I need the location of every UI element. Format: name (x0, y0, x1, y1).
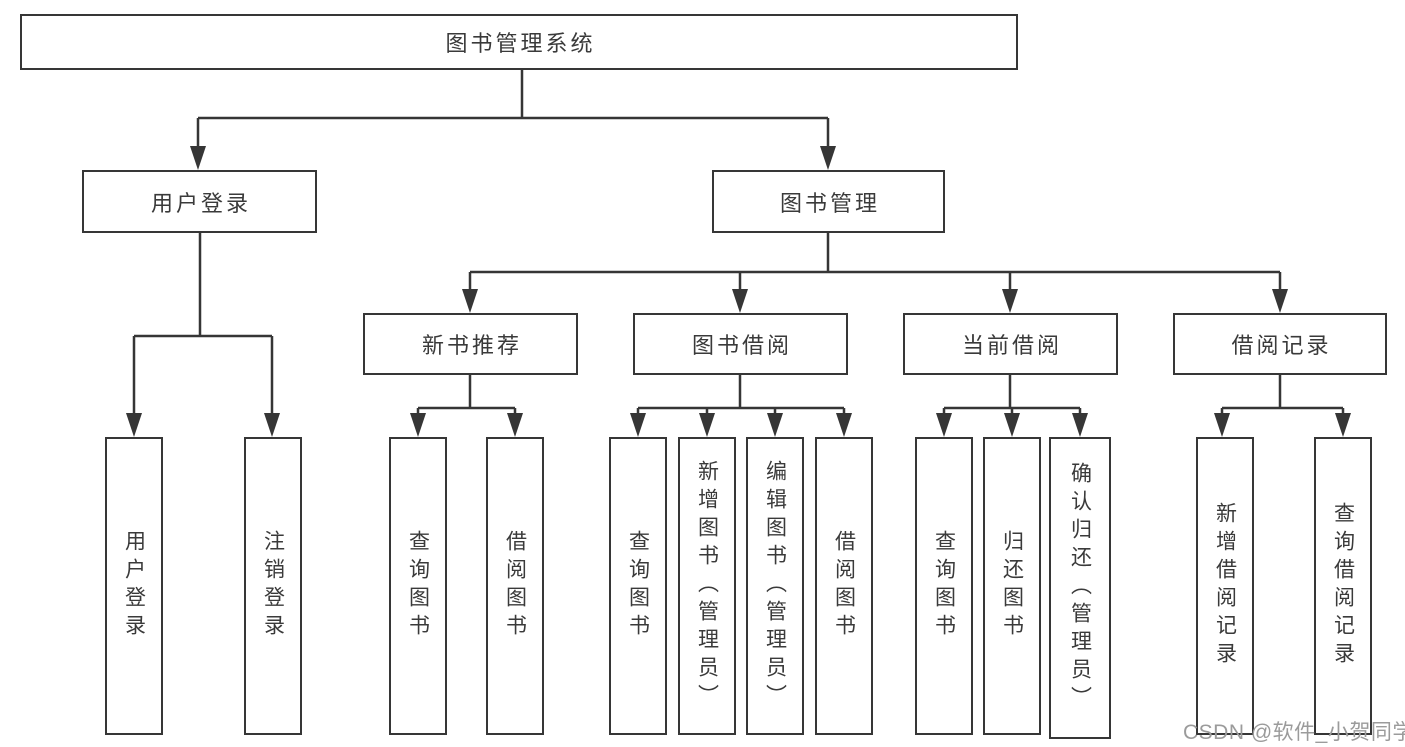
node-book-borrow: 图书借阅 (633, 313, 848, 375)
leaf-records-add-record: 新增借阅记录 (1196, 437, 1254, 735)
connector-current-trunk (942, 375, 1082, 416)
arrowhead (462, 289, 478, 313)
node-label: 新增借阅记录 (1213, 502, 1237, 670)
leaf-borrow-edit-books-admin: 编辑图书（管理员） (746, 437, 804, 735)
arrowhead (1272, 289, 1288, 313)
node-label: 图书借阅 (691, 333, 792, 358)
node-label: 用户登录 (150, 190, 251, 216)
connector-borrow-trunk (636, 375, 846, 416)
connector-records-trunk (1220, 375, 1345, 416)
node-label: 借阅记录 (1231, 333, 1332, 358)
node-label: 当前借阅 (961, 333, 1062, 358)
arrowhead (699, 413, 715, 437)
connector-mgmt-trunk (468, 233, 1282, 292)
leaf-records-query-record: 查询借阅记录 (1314, 437, 1372, 735)
node-label: 图书管理系统 (445, 31, 596, 56)
leaf-current-query-books: 查询图书 (915, 437, 973, 735)
arrowhead (1002, 289, 1018, 313)
leaf-borrow-borrow-books: 借阅图书 (815, 437, 873, 735)
node-borrow-records: 借阅记录 (1173, 313, 1387, 375)
node-label: 借阅图书 (503, 530, 527, 642)
arrowhead (836, 413, 852, 437)
connector-login-trunk (132, 233, 274, 416)
arrowhead (732, 289, 748, 313)
arrowhead (190, 146, 206, 170)
arrowhead (1214, 413, 1230, 437)
leaf-logout: 注销登录 (244, 437, 302, 735)
node-book-management: 图书管理 (712, 170, 945, 233)
node-label: 注销登录 (261, 530, 285, 642)
node-user-login: 用户登录 (82, 170, 317, 233)
arrowhead (767, 413, 783, 437)
leaf-current-return-books: 归还图书 (983, 437, 1041, 735)
leaf-newbook-borrow-books: 借阅图书 (486, 437, 544, 735)
node-label: 归还图书 (1000, 530, 1024, 642)
arrowhead (507, 413, 523, 437)
leaf-borrow-add-books-admin: 新增图书（管理员） (678, 437, 736, 735)
node-label: 借阅图书 (832, 530, 856, 642)
leaf-user-login: 用户登录 (105, 437, 163, 735)
arrowhead (1004, 413, 1020, 437)
arrowhead (936, 413, 952, 437)
node-current-borrow: 当前借阅 (903, 313, 1118, 375)
node-label: 查询图书 (406, 530, 430, 642)
node-label: 查询借阅记录 (1331, 502, 1355, 670)
node-label: 用户登录 (122, 530, 146, 642)
arrowhead (410, 413, 426, 437)
connector-newbook-trunk (416, 375, 517, 416)
connector-root-trunk (196, 70, 830, 150)
leaf-newbook-query-books: 查询图书 (389, 437, 447, 735)
node-label: 查询图书 (626, 530, 650, 642)
leaf-borrow-query-books: 查询图书 (609, 437, 667, 735)
arrowhead (1072, 413, 1088, 437)
arrowhead (820, 146, 836, 170)
node-new-book-recommend: 新书推荐 (363, 313, 578, 375)
leaf-current-confirm-return-admin: 确认归还（管理员） (1049, 437, 1111, 739)
node-label: 查询图书 (932, 530, 956, 642)
csdn-watermark: CSDN @软件_小贺同学 (1183, 721, 1405, 744)
node-label: 新增图书（管理员） (695, 460, 719, 712)
node-root-system: 图书管理系统 (20, 14, 1018, 70)
arrowhead (1335, 413, 1351, 437)
node-label: 确认归还（管理员） (1068, 462, 1092, 714)
node-label: 编辑图书（管理员） (763, 460, 787, 712)
arrowhead (630, 413, 646, 437)
node-label: 图书管理 (779, 190, 880, 216)
arrowhead (126, 413, 142, 437)
node-label: 新书推荐 (421, 333, 522, 358)
arrowhead (264, 413, 280, 437)
